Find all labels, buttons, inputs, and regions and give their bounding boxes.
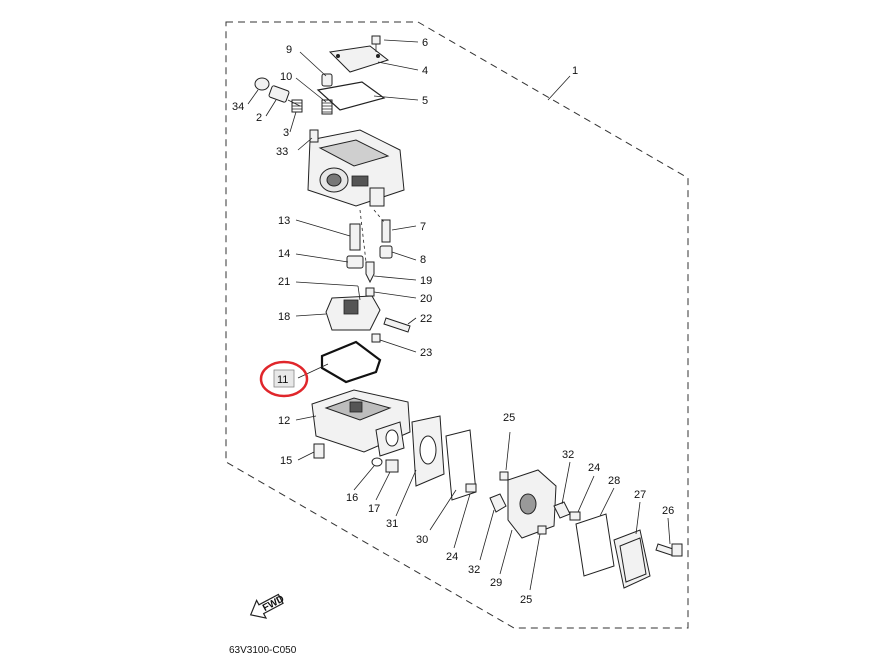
callout-25-bottom[interactable]: 25 — [520, 594, 532, 606]
callout-17[interactable]: 17 — [368, 503, 380, 515]
plug-cap[interactable] — [254, 77, 270, 91]
callout-21[interactable]: 21 — [278, 276, 290, 288]
pump-valve-right[interactable] — [553, 501, 571, 519]
cover-gasket[interactable] — [316, 81, 386, 111]
callout-22[interactable]: 22 — [420, 313, 432, 325]
mount-screw[interactable] — [309, 129, 319, 143]
float-screw[interactable] — [371, 333, 381, 343]
callout-31[interactable]: 31 — [386, 518, 398, 530]
float-chamber-gasket[interactable] — [320, 340, 382, 384]
callout-20[interactable]: 20 — [420, 293, 432, 305]
callout-5[interactable]: 5 — [422, 95, 428, 107]
fwd-arrow: FWD — [249, 594, 286, 619]
callout-32-top[interactable]: 32 — [562, 449, 574, 461]
leader-lines — [247, 39, 671, 591]
highlight-circle — [259, 360, 309, 398]
fwd-label: FWD — [261, 594, 286, 614]
callout-27[interactable]: 27 — [634, 489, 646, 501]
diagram-code: 63V3100-C050 — [229, 645, 297, 656]
callout-33[interactable]: 33 — [276, 146, 288, 158]
assembly-boundary — [225, 21, 689, 629]
callout-2[interactable]: 2 — [256, 112, 262, 124]
callout-32-bottom[interactable]: 32 — [468, 564, 480, 576]
pilot-spring[interactable] — [321, 99, 333, 115]
pilot-jet-plug[interactable] — [379, 245, 393, 259]
float[interactable] — [325, 295, 381, 331]
pump-gasket-28[interactable] — [575, 513, 615, 577]
pump-bolt-right[interactable] — [569, 511, 581, 521]
callout-8[interactable]: 8 — [420, 254, 426, 266]
float-pin[interactable] — [383, 317, 411, 333]
highlight-box — [273, 369, 295, 388]
pump-screw-top[interactable] — [499, 471, 509, 481]
cover-plate[interactable] — [328, 45, 390, 73]
callout-30[interactable]: 30 — [416, 534, 428, 546]
callout-12[interactable]: 12 — [278, 415, 290, 427]
callout-labels: 1 2 3 4 5 6 7 8 9 10 11 12 13 14 15 16 1… — [232, 37, 674, 606]
main-nozzle[interactable] — [349, 223, 361, 251]
callout-25-top[interactable]: 25 — [503, 412, 515, 424]
callout-24-right[interactable]: 24 — [588, 462, 600, 474]
callout-11[interactable]: 11 — [277, 374, 288, 386]
callout-16[interactable]: 16 — [346, 492, 358, 504]
main-jet[interactable] — [346, 255, 364, 269]
drain-plug[interactable] — [385, 459, 399, 473]
pump-diaphragm-31[interactable] — [411, 415, 445, 487]
callout-15[interactable]: 15 — [280, 455, 292, 467]
needle-clip[interactable] — [365, 287, 375, 297]
callout-26[interactable]: 26 — [662, 505, 674, 517]
callout-18[interactable]: 18 — [278, 311, 290, 323]
callout-10[interactable]: 10 — [280, 71, 292, 83]
pump-bolt-left[interactable] — [465, 483, 477, 493]
throttle-spring[interactable] — [291, 99, 303, 113]
callout-4[interactable]: 4 — [422, 65, 428, 77]
callout-13[interactable]: 13 — [278, 215, 290, 227]
callout-34[interactable]: 34 — [232, 101, 244, 113]
pump-bolt-26[interactable] — [655, 543, 683, 557]
callout-29[interactable]: 29 — [490, 577, 502, 589]
callout-24-left[interactable]: 24 — [446, 551, 458, 563]
pilot-screw[interactable] — [321, 73, 333, 87]
carburetor-body[interactable] — [307, 129, 405, 207]
drain-screw[interactable] — [313, 443, 325, 459]
pump-cover-27[interactable] — [613, 529, 651, 589]
callout-6[interactable]: 6 — [422, 37, 428, 49]
pump-screw-bottom[interactable] — [537, 525, 547, 535]
callout-28[interactable]: 28 — [608, 475, 620, 487]
drain-oring[interactable] — [371, 457, 383, 467]
needle-valve[interactable] — [365, 261, 375, 284]
pump-valve-left[interactable] — [489, 493, 507, 513]
callout-14[interactable]: 14 — [278, 248, 290, 260]
cover-screw[interactable] — [371, 35, 381, 52]
pilot-jet[interactable] — [381, 219, 391, 243]
callout-23[interactable]: 23 — [420, 347, 432, 359]
callout-19[interactable]: 19 — [420, 275, 432, 287]
pump-body[interactable] — [507, 469, 557, 539]
callout-7[interactable]: 7 — [420, 221, 426, 233]
callout-3[interactable]: 3 — [283, 127, 289, 139]
callout-9[interactable]: 9 — [286, 44, 292, 56]
float-chamber[interactable] — [311, 389, 411, 457]
callout-1[interactable]: 1 — [572, 65, 578, 77]
